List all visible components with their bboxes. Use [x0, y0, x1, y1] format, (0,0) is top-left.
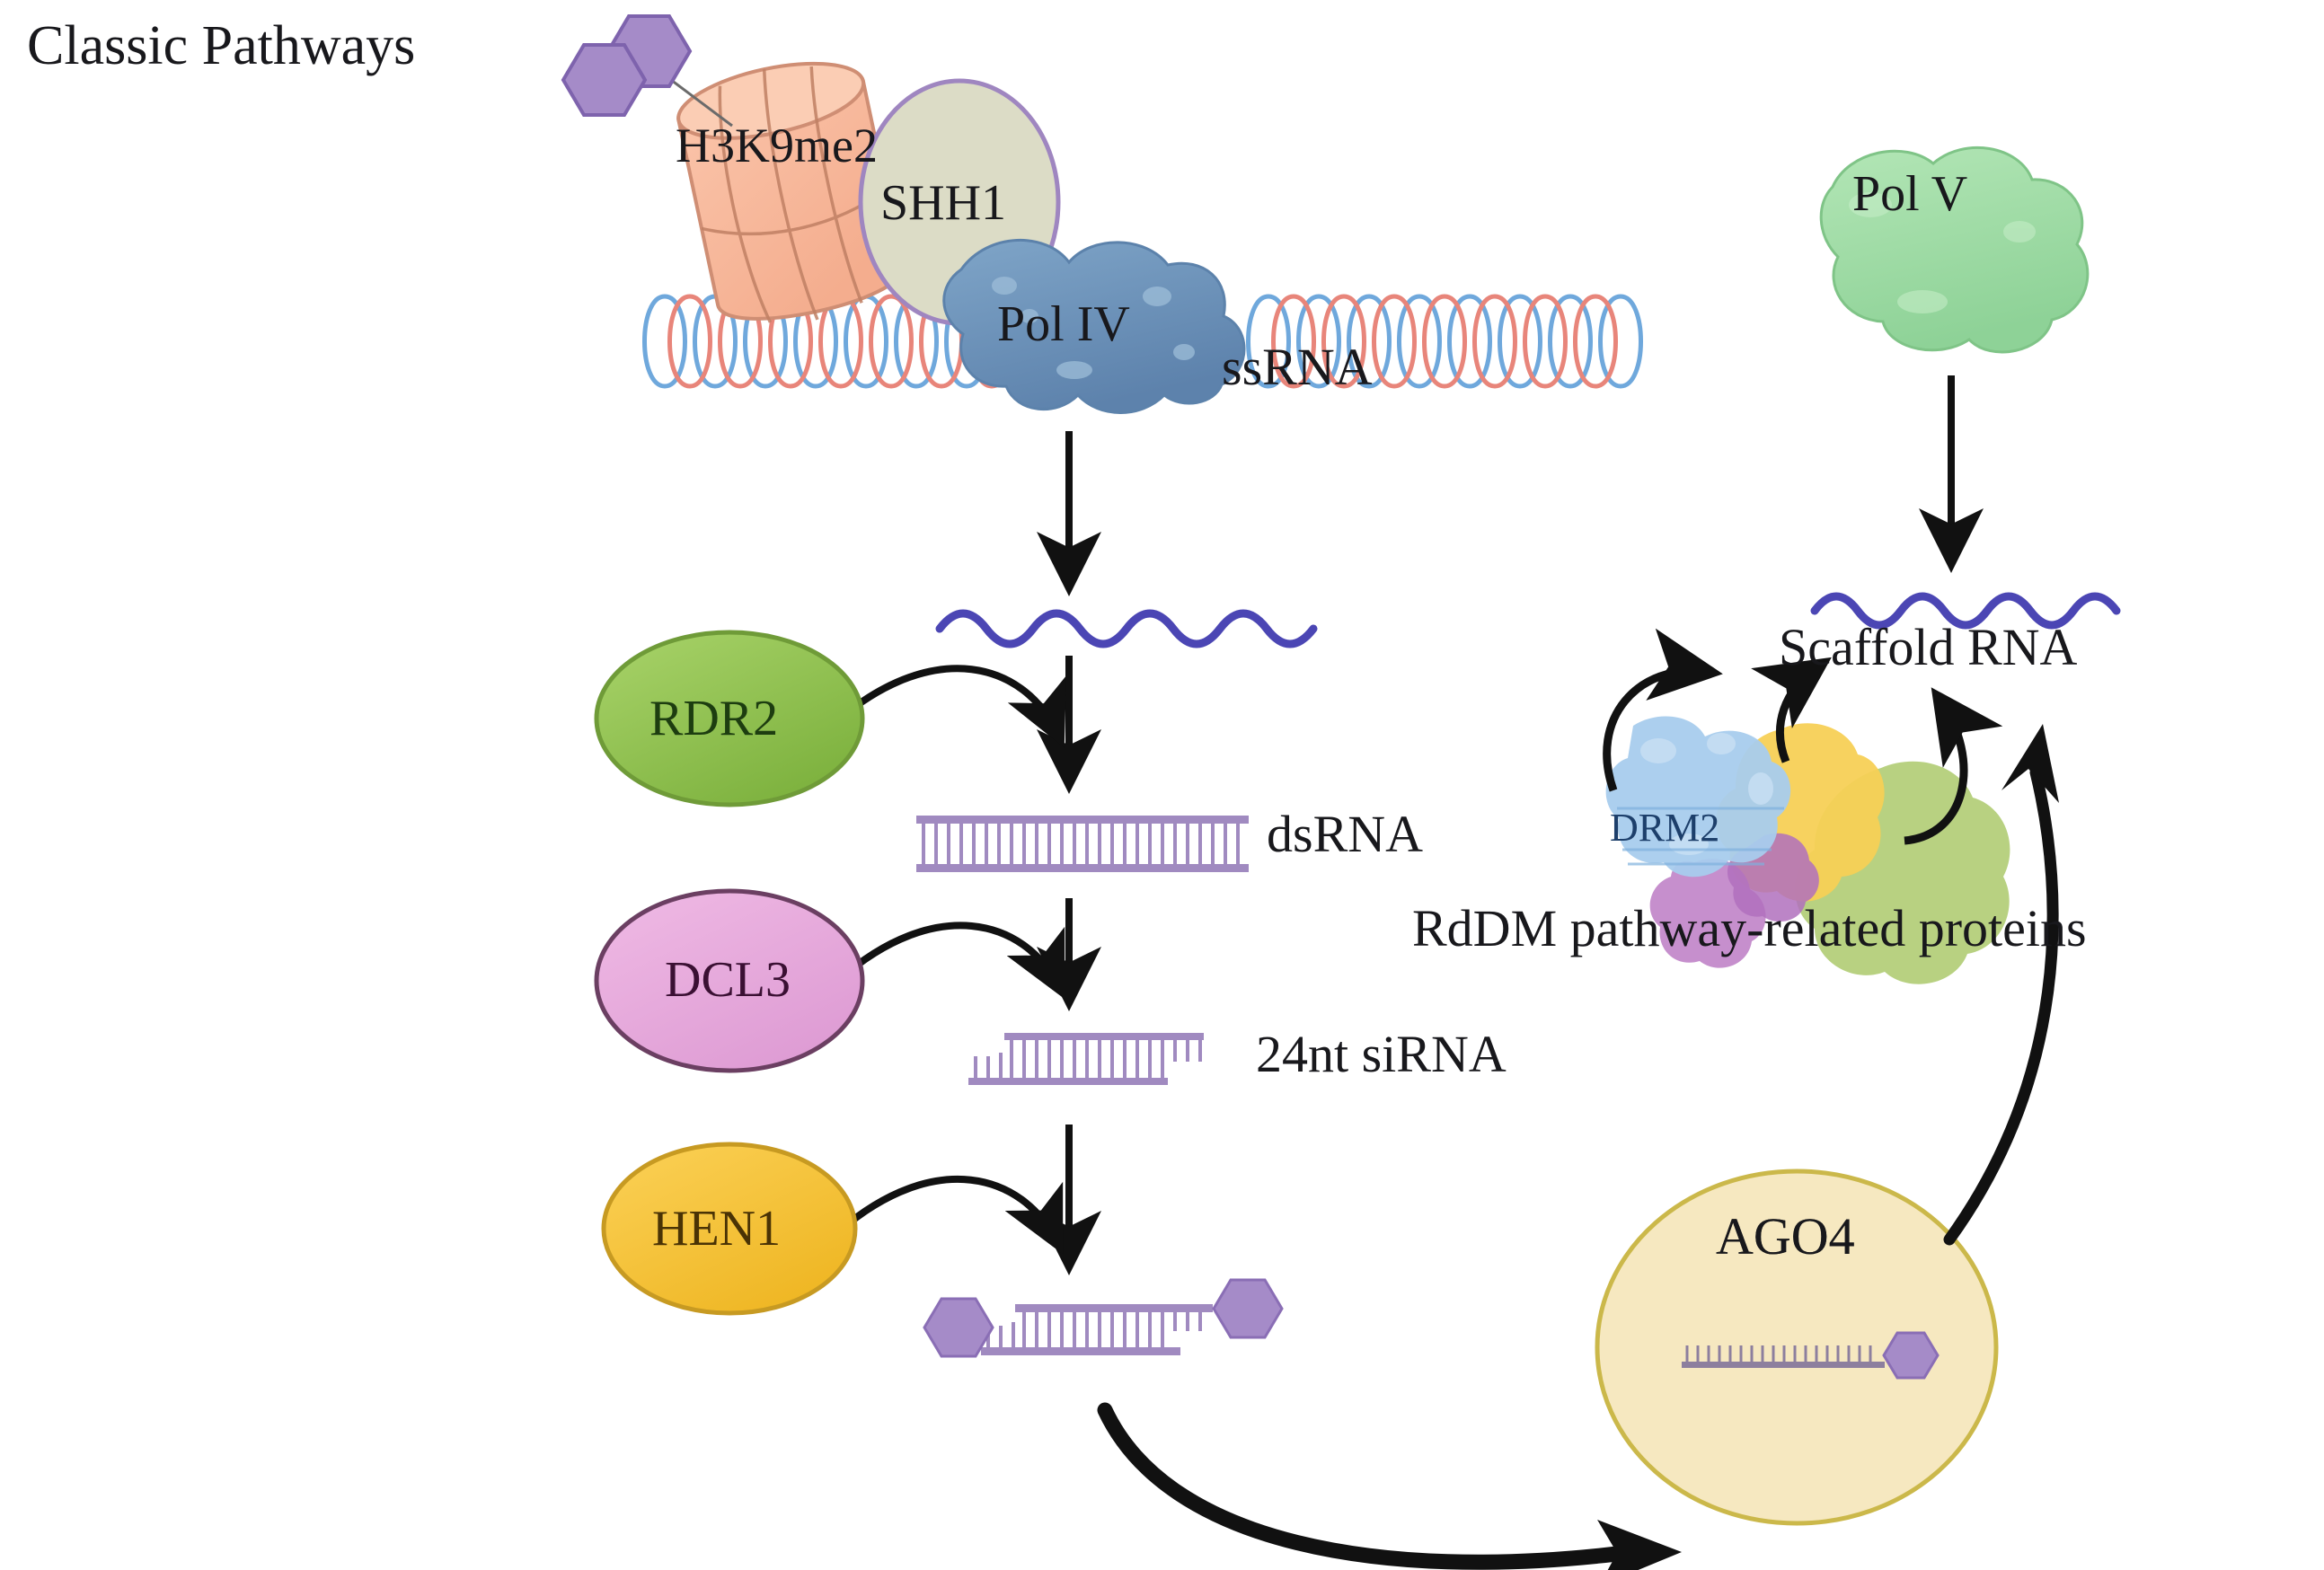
label-dsrna: dsRNA	[1267, 805, 1424, 863]
label-h3k9me2: H3K9me2	[676, 119, 878, 172]
label-hen1-overlay: HEN1	[652, 1201, 782, 1257]
arrow-rdr2-curve	[837, 665, 1067, 748]
arrow-hen1-curve	[837, 1176, 1064, 1255]
rddm-protein-complex	[1605, 716, 2010, 984]
arrow-ago4-to-scaffold	[1943, 766, 2059, 1246]
methyl-hexagon-right	[1212, 1278, 1284, 1339]
methyl-group-hexagons	[561, 14, 733, 128]
methylated-sirna-duplex	[923, 1278, 1284, 1358]
label-scaffold-rna: Scaffold RNA	[1779, 618, 2078, 676]
label-pol-v: Pol V	[1852, 166, 1968, 222]
nucleosome-shape	[676, 61, 905, 323]
arrow-complex-to-scaffold-center	[1751, 657, 1832, 763]
label-drm2: DRM2	[1610, 806, 1720, 850]
arrowhead-sirna-to-ago4	[1597, 1520, 1682, 1570]
arrow-dcl3-curve	[837, 922, 1065, 1000]
label-dcl3-overlay: DCL3	[665, 952, 791, 1008]
label-pol-iv: Pol IV	[997, 296, 1130, 352]
label-sirna: 24nt siRNA	[1256, 1025, 1507, 1083]
arrow-sirna-to-ago4	[1097, 1402, 1625, 1570]
ds-rna-duplex	[916, 816, 1249, 872]
sirna-duplex	[968, 1033, 1204, 1085]
methyl-hexagon-2	[561, 43, 648, 117]
label-shh1: SHH1	[880, 175, 1007, 231]
label-ssrna: ssRNA	[1222, 338, 1373, 396]
label-rddm-proteins: RdDM pathway-related proteins	[1412, 899, 2087, 957]
page-title: Classic Pathways	[27, 15, 416, 76]
arrow-complex-loop-right	[1904, 687, 2003, 845]
arrowhead-ago4-to-scaffold	[2001, 724, 2059, 803]
label-rdr2-overlay: RDR2	[649, 691, 779, 746]
label-ago4-overlay: AGO4	[1716, 1207, 1855, 1266]
arrow-drm2-recruit-left	[1603, 628, 1723, 792]
ago4-shape	[1595, 1169, 1999, 1526]
label-ago4: AGO4	[1716, 1207, 1855, 1266]
ss-rna-wave	[935, 609, 1318, 648]
methyl-hexagon-ago4	[1882, 1331, 1940, 1380]
pol-iv-shape	[942, 238, 1246, 414]
scaffold-rna-wave	[1810, 592, 2121, 630]
pol-v-shape	[1819, 146, 2090, 354]
methyl-hexagon-left	[923, 1297, 994, 1358]
